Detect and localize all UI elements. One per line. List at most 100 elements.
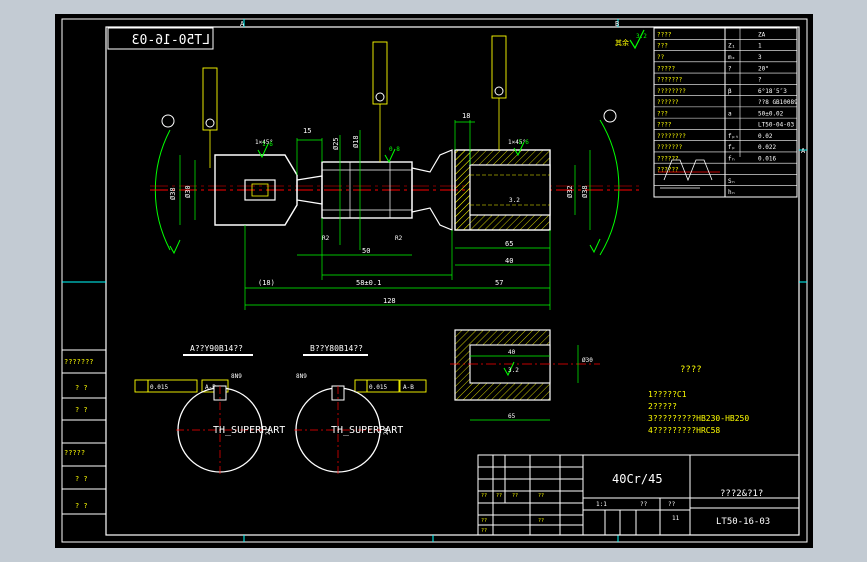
param-value: 0.02 [758, 133, 773, 140]
detail-section-view: 40 65 Ø30 3.2 [450, 329, 600, 421]
zone-letter-a: A [240, 20, 245, 28]
dim-left-dia: Ø38 [169, 187, 177, 200]
strip-label-1: ??????? [64, 358, 94, 366]
param-name: ?????? [657, 99, 679, 106]
tooth-profile-sketch [658, 159, 720, 189]
svg-text:65: 65 [508, 413, 516, 420]
param-name: ?????? [657, 155, 679, 162]
param-symbol: Z₁ [728, 43, 735, 50]
param-symbol: a [728, 110, 732, 117]
svg-text:1?????C1: 1?????C1 [648, 390, 687, 399]
param-symbol: fₚₜ [728, 133, 739, 140]
strip-label-4: ????? [64, 449, 85, 457]
param-symbol: fₚ [728, 144, 735, 151]
param-name: ??? [657, 43, 668, 50]
section-a-circle [176, 385, 264, 474]
zone-letter-right: A [801, 147, 806, 155]
dim-chamfer-left: 1×45° [255, 139, 273, 146]
dim-worm-dia-2: Ø18 [352, 135, 360, 148]
sheet-background [55, 14, 813, 548]
datum-b-bubble [603, 109, 617, 123]
zone-ticks [62, 19, 807, 542]
dim-main-length: 58±0.1 [356, 279, 381, 287]
section-b-tolerance-frame: 0.015 A-B [354, 379, 427, 393]
section-b-circle [294, 385, 382, 474]
dim-left-dia-2: Ø30 [184, 185, 192, 198]
title-scale: 1:1 [596, 501, 607, 508]
param-name: ?? [657, 54, 665, 61]
param-value: 6°18′5″3 [758, 88, 787, 95]
rough-label-1: 1.6 [262, 141, 273, 148]
zone-letter-b: B [615, 20, 619, 28]
strip-label-5: ? ? [75, 475, 88, 483]
left-revision-strip [62, 349, 106, 515]
section-a-depth: 21 [265, 427, 272, 435]
param-symbol: β [728, 88, 732, 95]
section-b-key-spec: 8N9 [296, 373, 307, 380]
param-value: ZA [758, 31, 766, 38]
dim-worm-length: 50 [362, 247, 370, 255]
dim-bore-length: 40 [505, 257, 513, 265]
dim-fillet-right: R2 [395, 235, 403, 242]
strip-label-3: ? ? [75, 406, 88, 414]
svg-text:40: 40 [508, 349, 516, 356]
title-qty-label: ?? [640, 501, 648, 508]
sheet-inner-frame [105, 26, 800, 536]
dim-right-length: 57 [495, 279, 503, 287]
section-a-key-spec: 8N9 [231, 373, 242, 380]
dim-hub-length: 65 [505, 240, 513, 248]
shaft-main-view [150, 119, 640, 256]
param-value: 0.016 [758, 155, 776, 162]
notes-title: ???? [680, 365, 702, 375]
dim-neck-length: 15 [303, 127, 311, 135]
title-material: 40Cr/45 [612, 472, 663, 486]
dim-left-length: (18) [258, 279, 275, 287]
title-block [477, 454, 800, 536]
param-value: 0.022 [758, 144, 776, 151]
watermark-a: TH_SUPERPART [213, 425, 285, 436]
param-value: 3 [758, 54, 762, 61]
param-symbol: Sₙ [728, 178, 735, 185]
tolerance-frame-2 [372, 41, 388, 162]
svg-text:??: ?? [496, 493, 502, 499]
param-name: ??? [657, 110, 668, 117]
svg-text:Ø30: Ø30 [582, 357, 593, 364]
roughness-corner-symbol: 其余 3.2 [615, 29, 647, 50]
svg-text:其余: 其余 [615, 38, 629, 47]
svg-text:??: ?? [481, 518, 487, 524]
svg-text:??: ?? [538, 518, 544, 524]
svg-text:4?????????HRC58: 4?????????HRC58 [648, 426, 720, 435]
param-value: 1 [758, 43, 762, 50]
section-b-label: B??Y80B14?? [310, 344, 363, 353]
param-symbol: fₕ [728, 155, 735, 162]
notes-list: 1?????C1 2????? 3?????????HB230-HB250 4?… [648, 390, 749, 435]
param-symbol: mₓ [728, 54, 735, 61]
sheet-outer-border [61, 18, 808, 543]
param-name: ???????? [657, 133, 686, 140]
svg-text:3.2: 3.2 [508, 367, 519, 374]
svg-text:3?????????HB230-HB250: 3?????????HB230-HB250 [648, 414, 749, 423]
svg-text:??: ?? [538, 493, 544, 499]
rough-label-4: 3.2 [509, 197, 520, 204]
svg-text:3.2: 3.2 [636, 33, 647, 40]
rough-label-2: 0.8 [389, 146, 400, 153]
param-name: ??????? [657, 144, 683, 151]
param-name: ???????? [657, 88, 686, 95]
param-name: ????? [657, 65, 675, 72]
dim-chamfer-right: 1×45° [508, 139, 526, 146]
param-value: 50±0.02 [758, 110, 784, 117]
dim-total-length: 128 [383, 297, 396, 305]
tolerance-frame-3 [491, 35, 507, 150]
svg-text:2?????: 2????? [648, 402, 677, 411]
param-name: ???? [657, 31, 672, 38]
title-grid-labels: ?? ?? ?? ?? ?? ?? ?? [481, 493, 544, 534]
param-value: 20° [758, 65, 769, 72]
svg-text:A-B: A-B [403, 384, 414, 391]
strip-label-2: ? ? [75, 384, 88, 392]
strip-label-6: ? ? [75, 502, 88, 510]
param-value: LT50-04-03 [758, 122, 795, 129]
title-scale-label: ?? [668, 501, 676, 508]
dim-right-dia-2: Ø38 [581, 185, 589, 198]
